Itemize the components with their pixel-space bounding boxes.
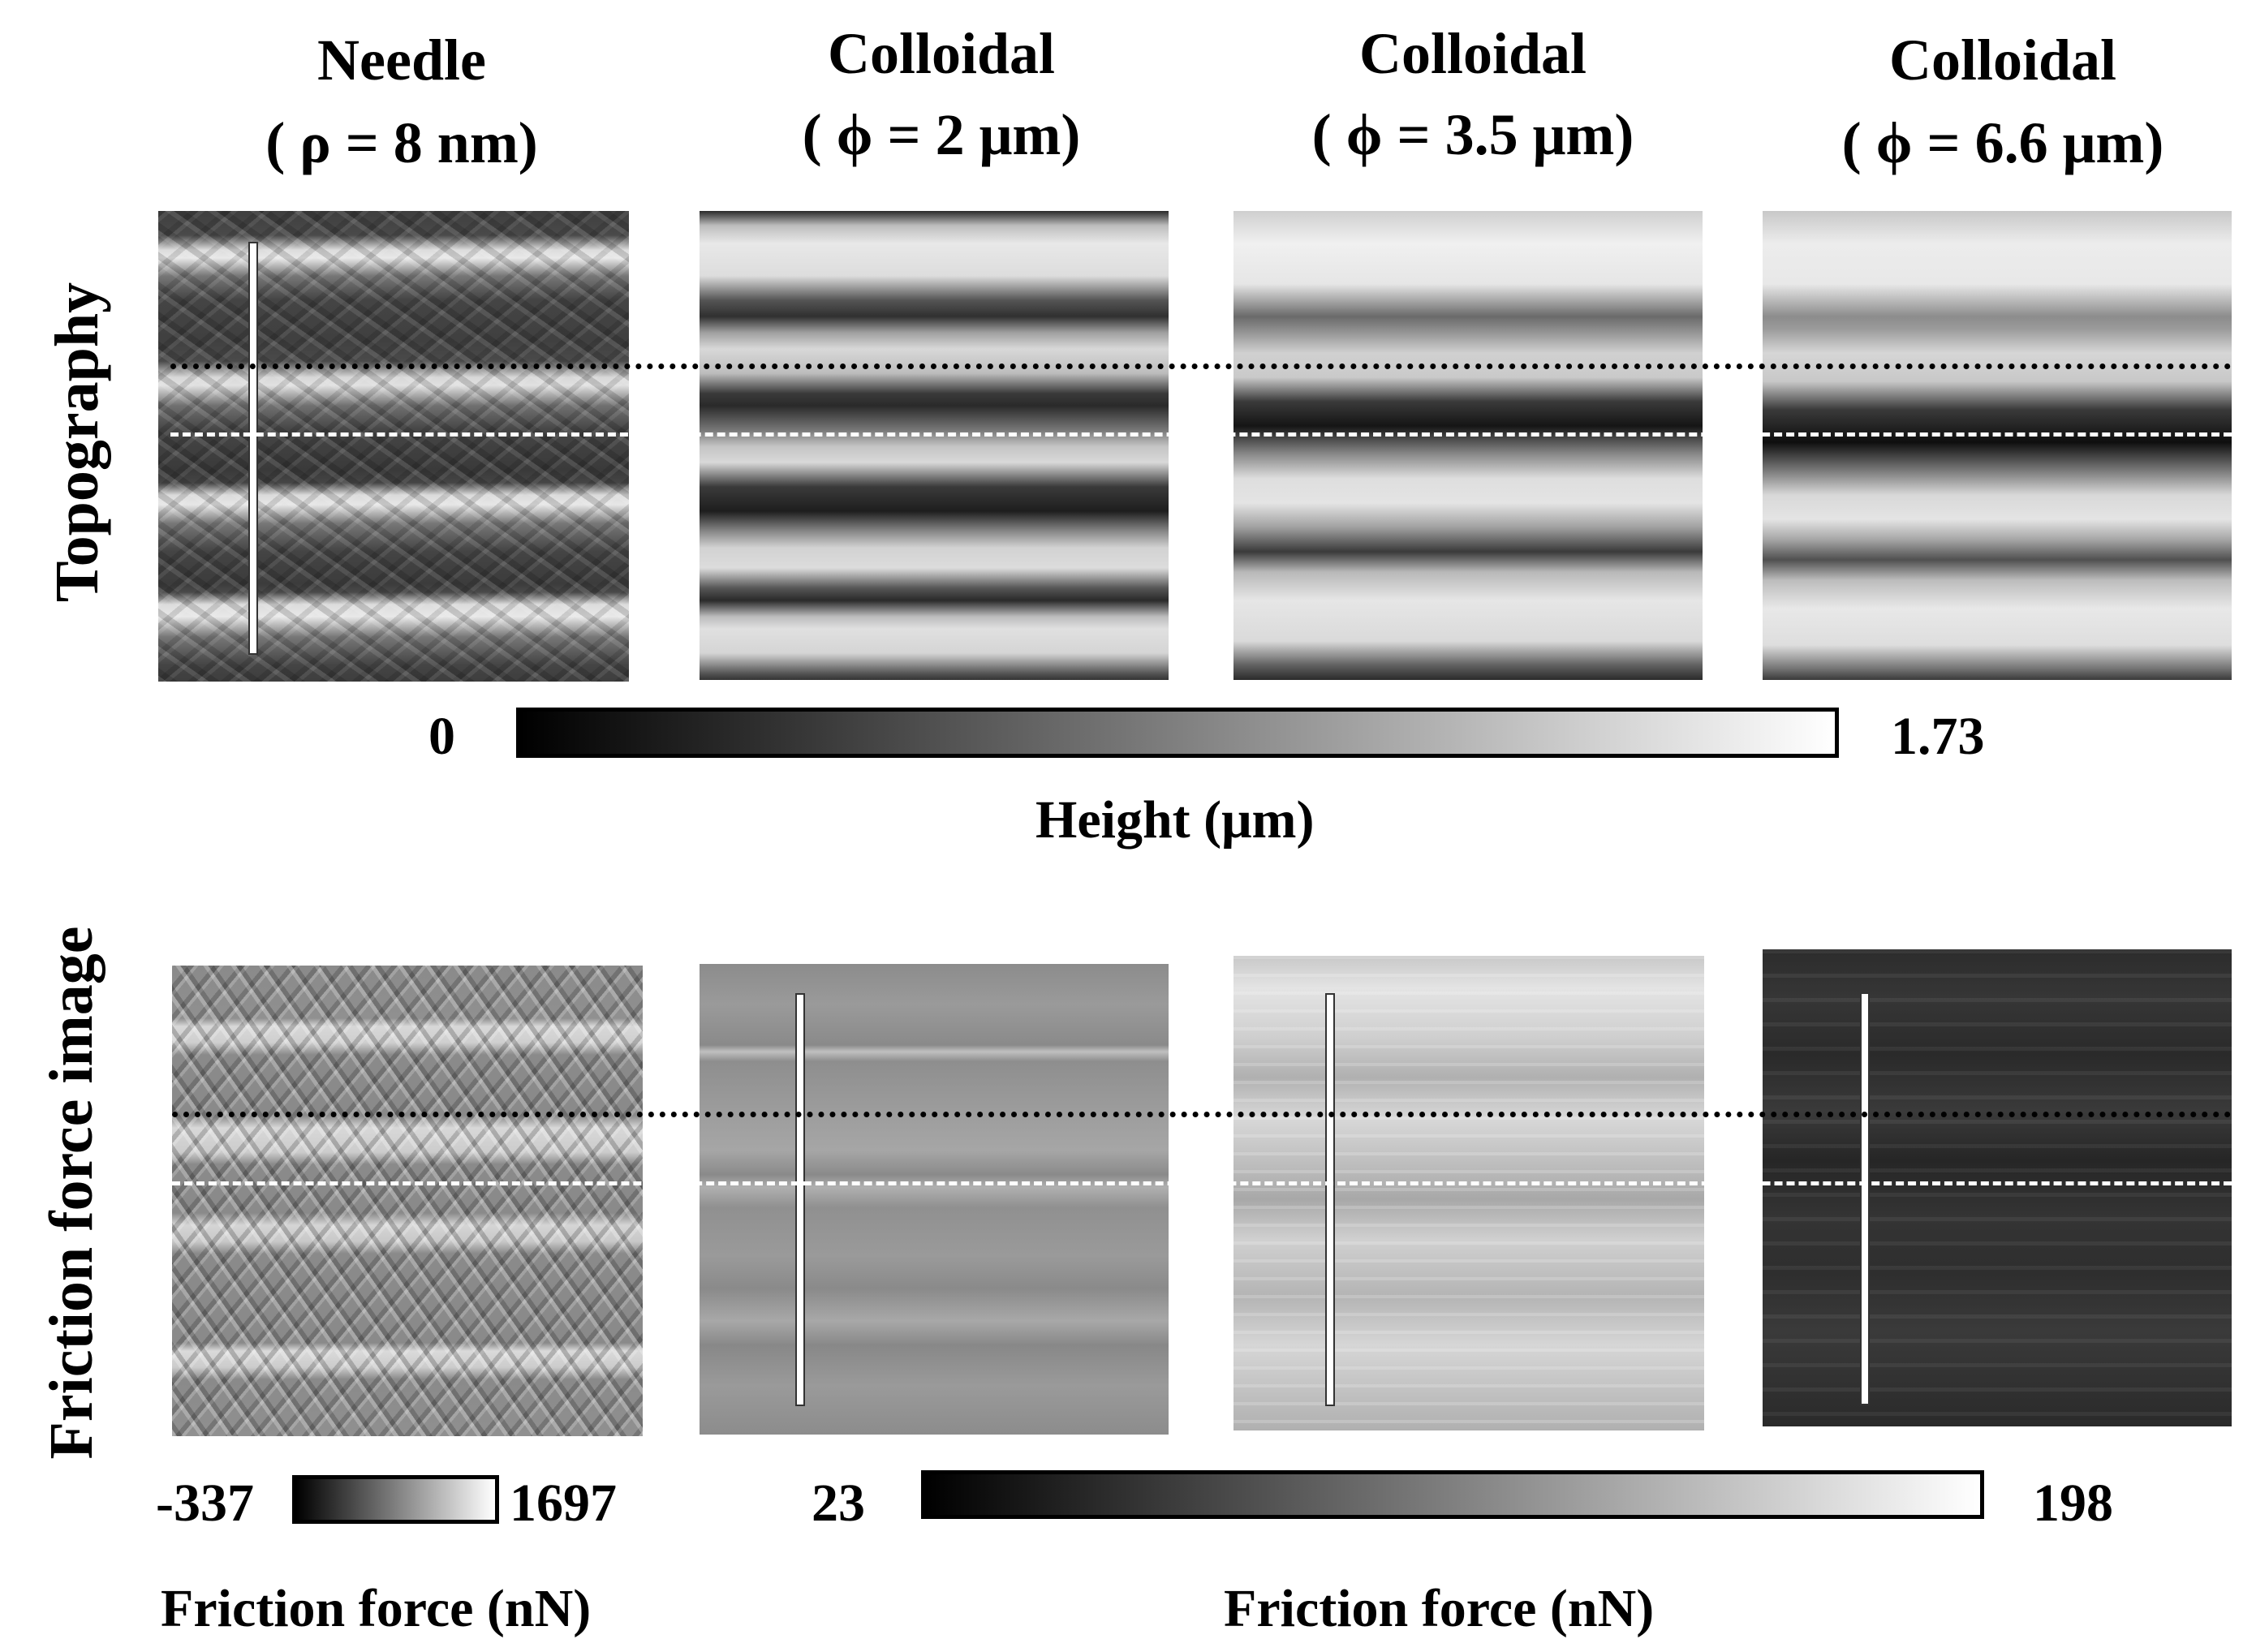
colorbar-height (516, 708, 1839, 758)
colorbar-friction-colloidal-label: Friction force (nN) (1224, 1579, 1655, 1638)
guide-line-black-top (170, 364, 2232, 369)
column-title-needle-line1: Needle (317, 28, 486, 92)
colorbar-friction-needle-label: Friction force (nN) (161, 1579, 592, 1638)
topography-image-colloidal-6-6um (1763, 211, 2232, 680)
topography-image-needle (158, 211, 629, 682)
colorbar-height-max: 1.73 (1891, 707, 1985, 766)
friction-image-colloidal-6-6um (1763, 949, 2232, 1426)
colorbar-friction-needle (292, 1475, 499, 1524)
scan-line-marker (1327, 995, 1333, 1405)
colorbar-friction-colloidal-max: 198 (2033, 1473, 2113, 1533)
column-title-colloidal-2-line1: Colloidal (827, 21, 1056, 86)
scan-line-marker (250, 243, 256, 653)
scan-line-marker (797, 995, 803, 1405)
friction-image-colloidal-3-5um (1233, 956, 1704, 1430)
topography-image-colloidal-3-5um (1233, 211, 1703, 680)
column-title-needle-line2: ( ρ = 8 nm) (265, 110, 538, 175)
column-title-colloidal-35-line2: ( ϕ = 3.5 μm) (1311, 102, 1634, 167)
row-label-topography: Topography (43, 282, 111, 603)
column-title-colloidal-35-line1: Colloidal (1358, 21, 1587, 86)
column-title-colloidal-66-line1: Colloidal (1888, 28, 2117, 92)
colorbar-friction-needle-max: 1697 (510, 1473, 617, 1533)
topography-image-colloidal-2um (700, 211, 1169, 680)
colorbar-friction-colloidal-min: 23 (812, 1473, 865, 1533)
colorbar-friction-colloidal (921, 1470, 1984, 1519)
guide-line-black-bottom (172, 1112, 2232, 1117)
guide-line-white-bottom (172, 1181, 2232, 1185)
column-title-colloidal-2-line2: ( ϕ = 2 μm) (802, 102, 1081, 167)
row-label-friction: Friction force image (37, 926, 105, 1460)
colorbar-height-label: Height (μm) (1035, 790, 1315, 850)
column-title-colloidal-66-line2: ( ϕ = 6.6 μm) (1841, 110, 2164, 175)
friction-image-colloidal-2um (700, 964, 1169, 1435)
colorbar-friction-needle-min: -337 (156, 1473, 254, 1533)
friction-image-needle (172, 966, 643, 1436)
scan-line-marker (1862, 994, 1868, 1404)
guide-line-white-top (170, 432, 2232, 437)
colorbar-height-min: 0 (428, 707, 455, 766)
